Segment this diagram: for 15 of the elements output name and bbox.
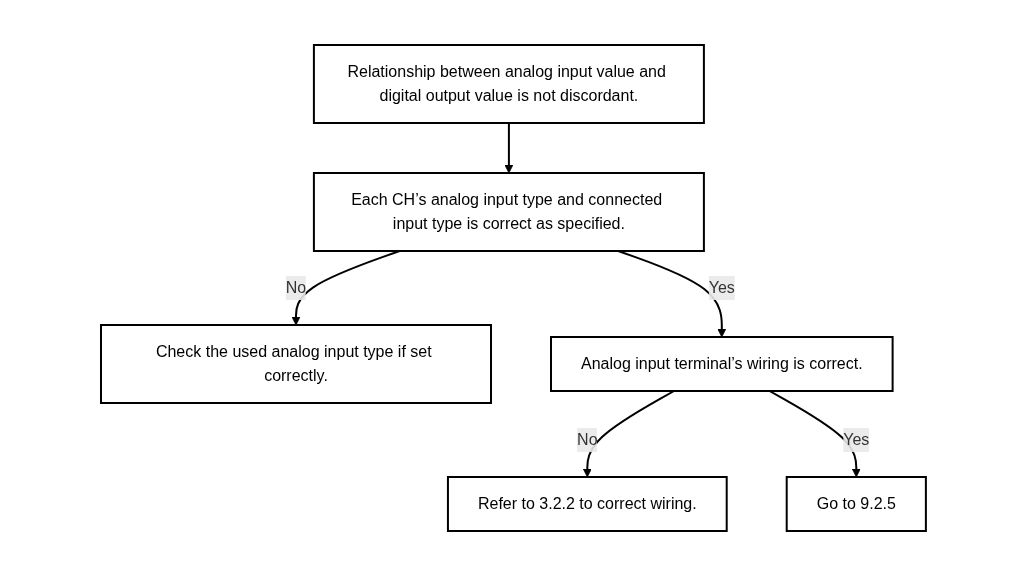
arrow	[291, 249, 401, 325]
node-box: Refer to 3.2.2 to correct wiring.	[447, 475, 728, 532]
arrow	[583, 389, 676, 477]
edge-label: No	[577, 430, 598, 448]
node-box: Relationship between analog input value and digital output value is not discordant.	[312, 43, 705, 124]
edge-label: No	[285, 278, 307, 296]
arrow	[768, 389, 861, 477]
node-box: Check the used analog input type if set correctly.	[100, 323, 493, 404]
arrow	[504, 121, 514, 173]
node-box: Each CH’s analog input type and connected input type is correct as specified.	[312, 171, 705, 252]
edge-label: Yes	[843, 430, 870, 448]
arrow	[617, 249, 727, 337]
node-box: Analog input terminal’s wiring is correct.	[550, 335, 894, 392]
edge-label: Yes	[708, 278, 735, 296]
node-box: Go to 9.2.5	[785, 475, 927, 532]
